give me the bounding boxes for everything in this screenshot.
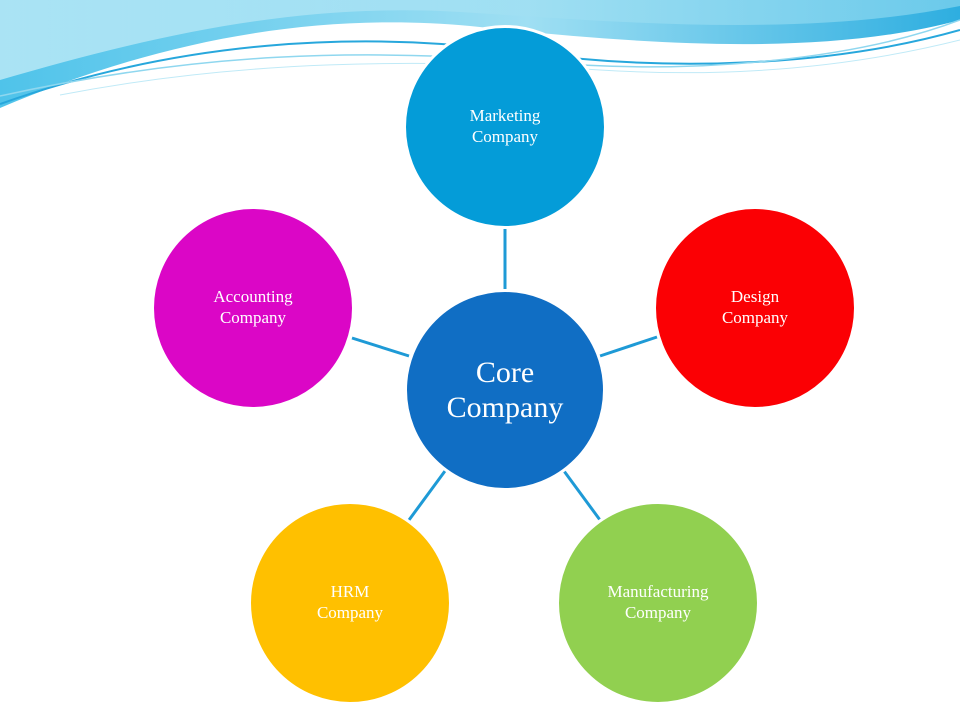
core-company-node: Core Company — [404, 289, 606, 491]
core-company-label: Core Company — [446, 355, 564, 424]
connector-design — [599, 335, 658, 358]
marketing-company-node: Marketing Company — [403, 25, 607, 229]
wave-band-front — [0, 0, 960, 80]
connector-accounting — [351, 336, 410, 358]
manufacturing-company-node: Manufacturing Company — [556, 501, 760, 705]
manufacturing-company-label: Manufacturing Company — [607, 582, 709, 622]
accounting-company-label: Accounting Company — [213, 287, 293, 327]
connector-hrm — [407, 470, 447, 521]
connector-manufacturing — [562, 470, 602, 521]
design-company-label: Design Company — [721, 287, 789, 327]
design-company-node: Design Company — [653, 206, 857, 410]
hrm-company-node: HRM Company — [248, 501, 452, 705]
accounting-company-node: Accounting Company — [151, 206, 355, 410]
wave-band-back — [0, 0, 960, 108]
hrm-company-label: HRM Company — [316, 582, 384, 622]
marketing-company-label: Marketing Company — [469, 106, 541, 146]
